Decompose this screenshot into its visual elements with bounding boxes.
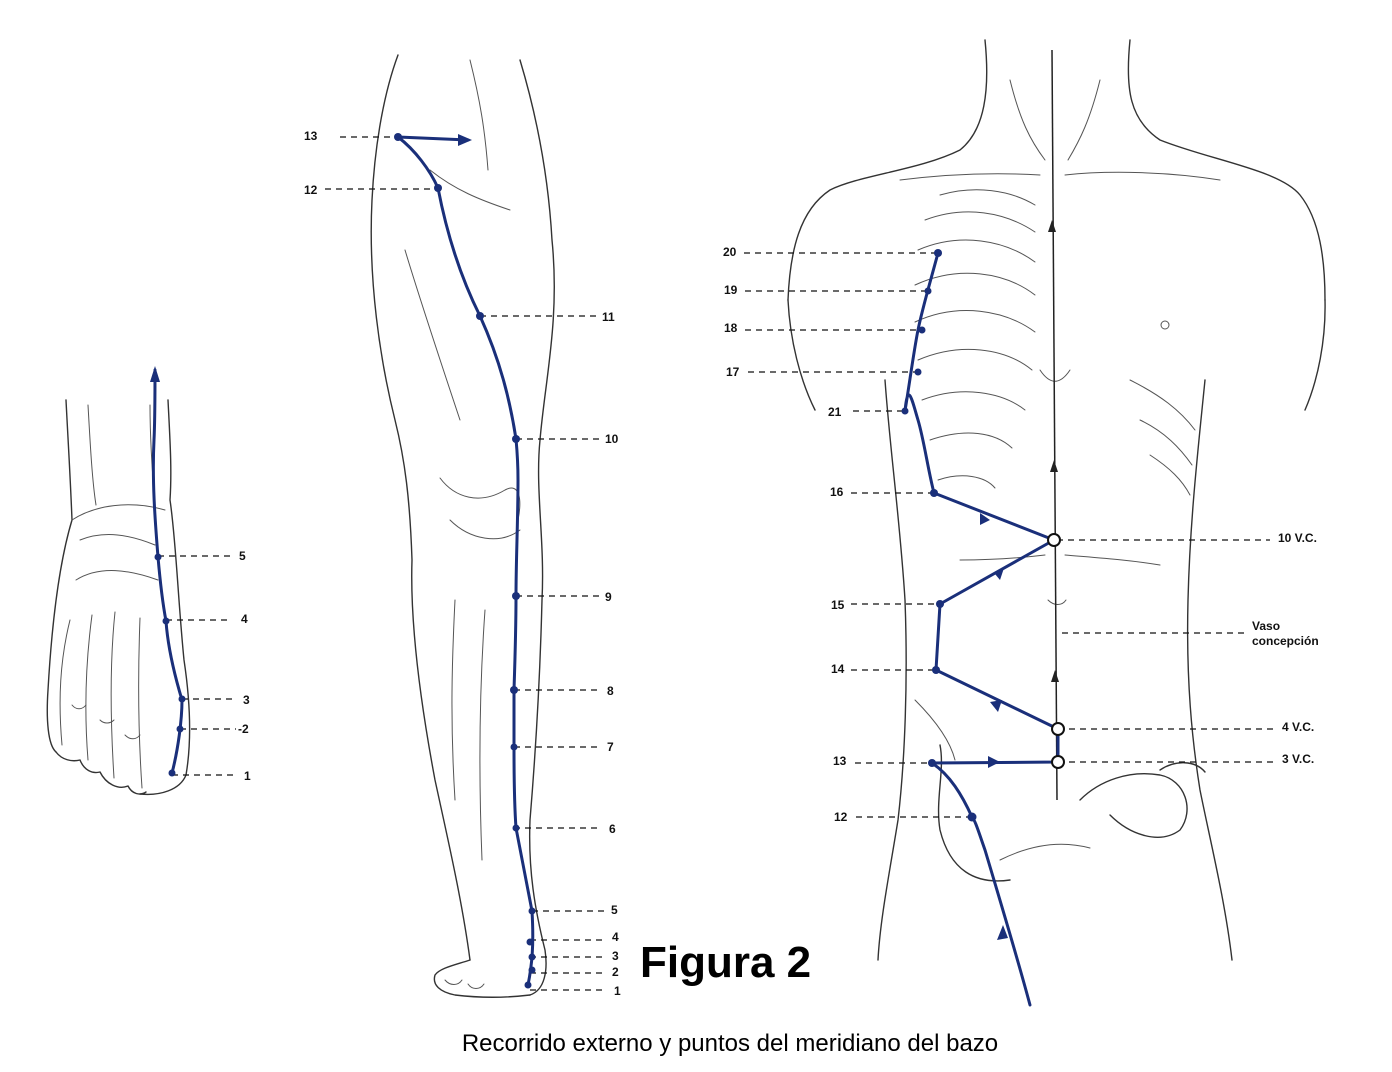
leg-point-label: 11 [602,310,615,324]
leg-point-marker [510,743,518,751]
torso-point-label: 20 [723,245,737,259]
torso-labels: 12 13 14 15 16 21 17 18 19 20 10 V.C. 4 … [723,245,1319,824]
leg-point-marker [476,312,484,320]
foot-direction-arrow [150,366,160,382]
torso-point-label: 14 [831,662,845,676]
figure-title: Figura 2 [640,938,812,987]
leg-point-marker [528,907,536,915]
leg-point-label: 9 [605,590,612,604]
torso-point-label: 17 [726,365,740,379]
torso-point-marker [932,666,940,674]
torso-point-label: 16 [830,485,844,499]
torso-illustration [787,39,1326,961]
torso-direction-arrow [995,568,1004,580]
leg-point-label: 5 [611,903,618,917]
foot-point-label: -2 [238,722,249,736]
torso-point-label: 19 [724,283,738,297]
foot-point-marker [162,617,170,625]
torso-point-marker [914,368,922,376]
torso-direction-arrow [980,513,990,525]
leg-point-marker [524,981,532,989]
leg-point-label: 8 [607,684,614,698]
leg-point-label: 13 [304,129,318,143]
foot-illustration [46,399,191,796]
leg-direction-arrow [458,134,472,146]
vc-point-marker [1051,755,1065,769]
figure-caption: Recorrido externo y puntos del meridiano… [461,1030,999,1057]
leg-point-label: 3 [612,949,619,963]
torso-point-marker [901,407,909,415]
leg-point-marker [434,184,442,192]
torso-point-label: 15 [831,598,845,612]
foot-point-label: 4 [241,612,248,626]
midline [1051,49,1058,801]
torso-direction-arrow [988,756,1000,768]
leg-point-marker [394,133,402,141]
leg-point-marker [512,824,520,832]
foot-meridian [150,366,186,777]
foot-point-marker [154,553,162,561]
torso-point-marker [930,489,938,497]
vc-label-3: 3 V.C. [1282,752,1314,766]
leg-point-label: 7 [607,740,614,754]
torso-point-label: 13 [833,754,847,768]
torso-point-label: 12 [834,810,848,824]
foot-point-label: 1 [244,769,251,783]
torso-meridian [901,249,1065,1007]
leg-point-label: 12 [304,183,318,197]
leg-point-label: 4 [612,930,619,944]
torso-point-marker [918,326,926,334]
torso-point-marker [936,600,944,608]
torso-direction-arrow [997,925,1008,940]
leg-meridian [394,133,536,989]
torso-point-label: 18 [724,321,738,335]
leg-point-label: 6 [609,822,616,836]
leg-point-label: 10 [605,432,619,446]
leg-point-marker [528,966,536,974]
vc-label-4: 4 V.C. [1282,720,1314,734]
leg-point-label: 2 [612,965,619,979]
vc-point-marker [1047,533,1061,547]
leg-labels: 1 2 3 4 5 6 7 8 9 10 11 12 13 [304,129,621,998]
torso-point-marker [924,287,932,295]
vc-point-marker [1051,722,1065,736]
leg-point-marker [528,953,536,961]
leg-point-label: 1 [614,984,621,998]
torso-point-label: 21 [828,405,842,419]
vaso-label-line1: Vaso [1252,619,1280,633]
foot-point-marker [178,695,186,703]
leg-point-marker [512,592,520,600]
leader-lines [158,136,1276,991]
torso-point-marker [928,759,936,767]
foot-labels: 1 -2 3 4 5 [238,549,251,783]
leg-point-marker [512,435,520,443]
foot-point-label: 3 [243,693,250,707]
leg-point-marker [526,938,534,946]
torso-direction-arrow [990,700,1002,712]
foot-point-label: 5 [239,549,246,563]
vaso-label-line2: concepción [1252,634,1319,648]
torso-point-marker [967,812,977,822]
vc-label-10: 10 V.C. [1278,531,1317,545]
leg-point-marker [510,686,518,694]
torso-point-marker [934,249,942,257]
foot-point-marker [176,725,184,733]
leg-illustration [370,54,556,998]
foot-point-marker [168,769,176,777]
